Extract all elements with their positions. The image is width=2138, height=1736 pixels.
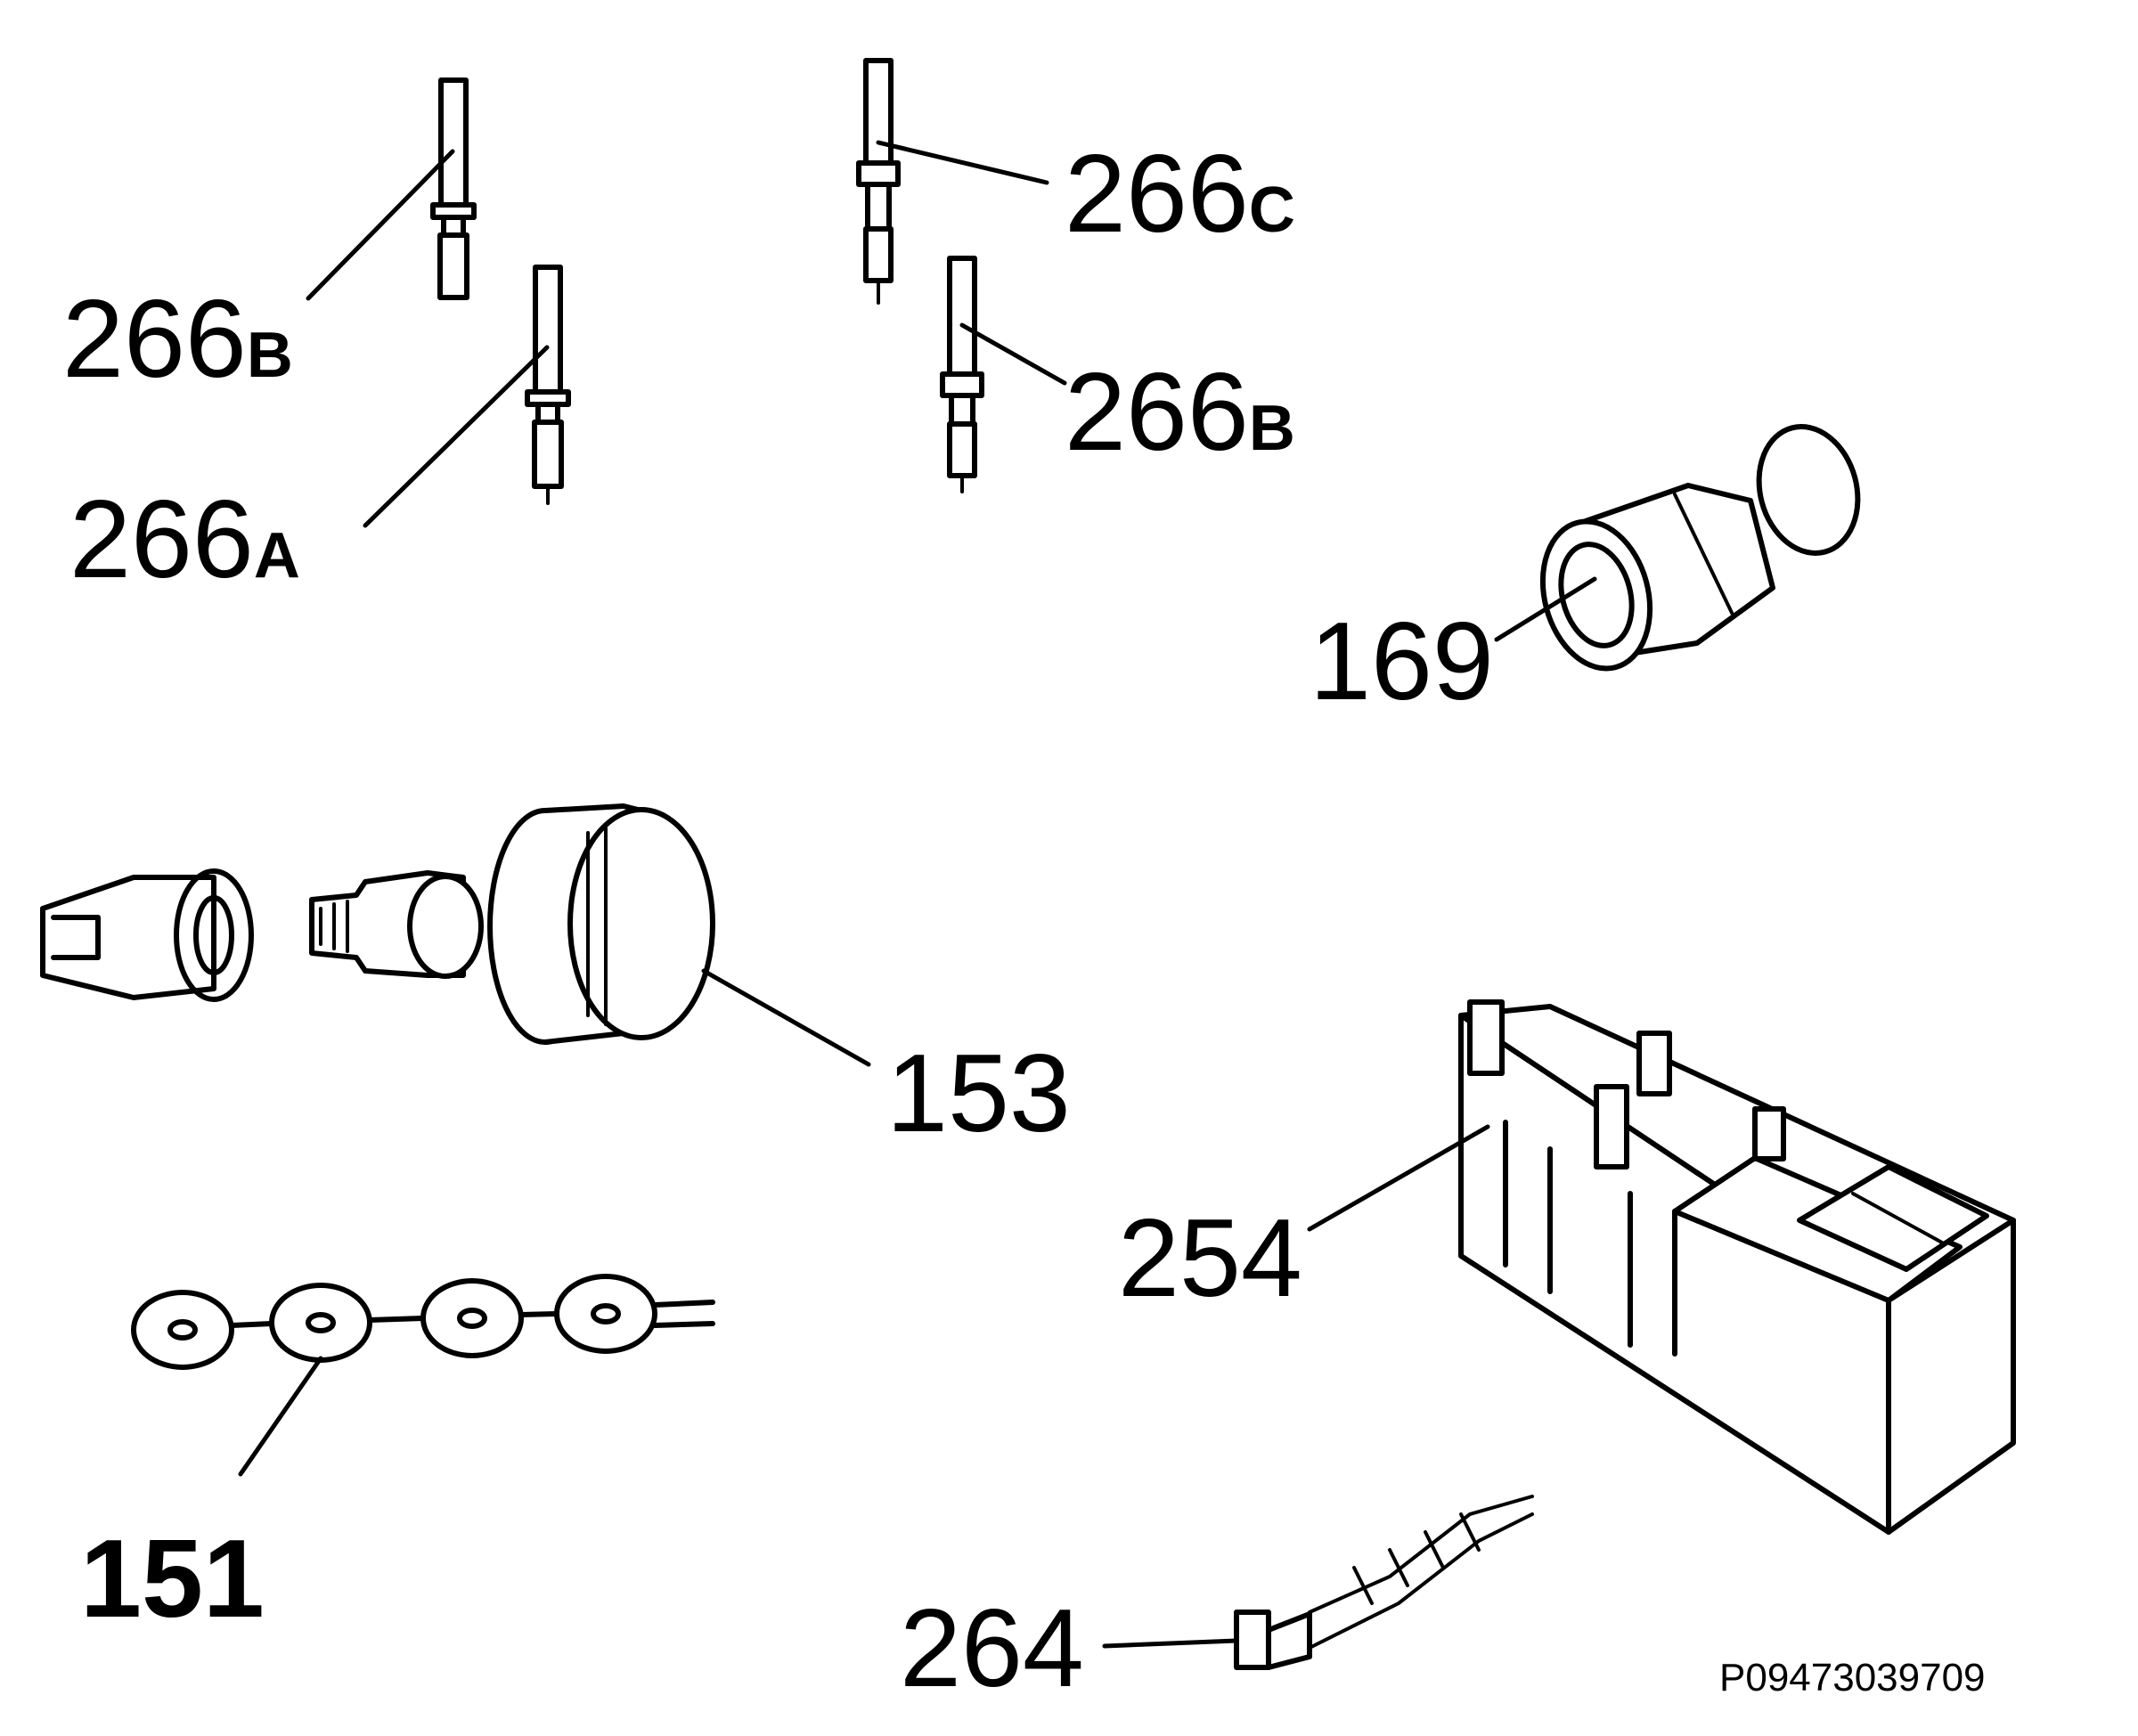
- reference-code: P09473039709: [1719, 1656, 1986, 1699]
- leader-153: [701, 968, 871, 1067]
- connector-264: [1234, 1495, 1534, 1670]
- callout-264: 264: [900, 1587, 1084, 1710]
- leader-266a: [363, 345, 550, 528]
- callout-266a: 266A: [69, 478, 300, 601]
- leader-266b-right: [959, 322, 1067, 386]
- callout-151: 151: [80, 1518, 265, 1641]
- spark-generator-254: [1458, 999, 2016, 1535]
- electrode-266a: [525, 265, 571, 505]
- leader-266b-left: [306, 149, 455, 301]
- callout-254: 254: [1118, 1197, 1302, 1320]
- leader-264: [1102, 1638, 1239, 1649]
- knob-169: [1539, 424, 1861, 672]
- terminal-strip-151: [131, 1274, 715, 1370]
- electrode-266c: [856, 58, 901, 305]
- leader-169: [1494, 576, 1597, 642]
- lamp-cover: [487, 803, 715, 1045]
- callout-266b-left: 266B: [62, 278, 293, 401]
- leader-266c: [876, 140, 1049, 185]
- lamp-holder: [40, 868, 254, 1002]
- callout-169: 169: [1310, 600, 1494, 723]
- electrode-266b-left: [430, 77, 477, 300]
- callout-153: 153: [886, 1032, 1071, 1155]
- leader-151: [238, 1356, 323, 1477]
- lamp-bulb: [309, 870, 484, 979]
- electrode-266b-right: [940, 256, 984, 493]
- callout-266b-right: 266B: [1065, 351, 1295, 474]
- leader-254: [1307, 1124, 1490, 1232]
- callout-266c: 266C: [1065, 133, 1295, 256]
